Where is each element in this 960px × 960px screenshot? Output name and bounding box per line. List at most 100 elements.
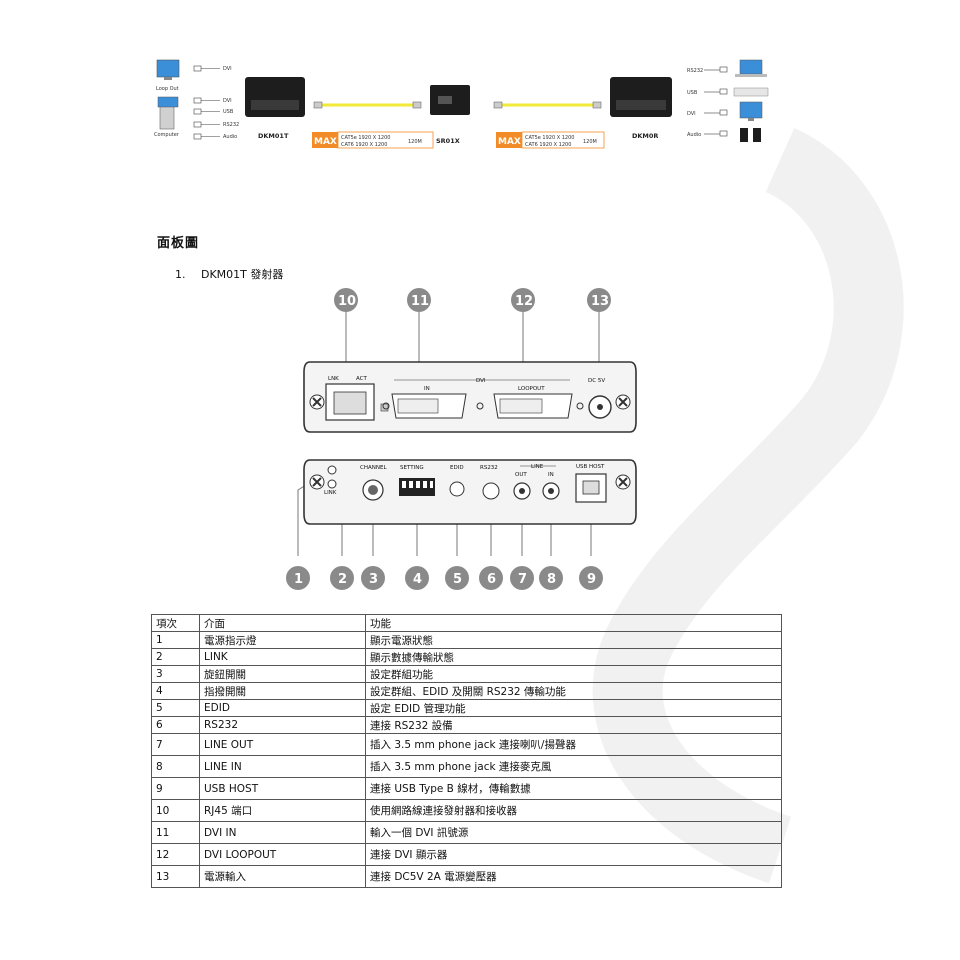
- cell-function: 連接 RS232 設備: [365, 716, 782, 734]
- svg-text:8: 8: [547, 572, 556, 587]
- cell-item: 2: [151, 648, 200, 666]
- cell-item: 12: [151, 843, 200, 866]
- svg-text:EDID: EDID: [450, 465, 464, 471]
- cell-item: 4: [151, 682, 200, 700]
- svg-text:DVI: DVI: [476, 378, 486, 384]
- dvi-loopout-port: [493, 393, 573, 419]
- port-dvi-label: DVI: [223, 98, 232, 104]
- table-header-row: 項次 介面 功能: [151, 614, 782, 632]
- callout-11: 11: [407, 288, 431, 312]
- svg-text:MAX: MAX: [498, 137, 521, 147]
- header-interface: 介面: [199, 614, 366, 632]
- cell-item: 8: [151, 755, 200, 778]
- subsection-label: DKM01T 發射器: [201, 268, 284, 281]
- cell-item: 1: [151, 631, 200, 649]
- subsection-title: 1. DKM01T 發射器: [175, 266, 283, 282]
- svg-text:6: 6: [487, 572, 496, 587]
- svg-text:5: 5: [453, 572, 462, 587]
- monitor-icon: [156, 59, 180, 80]
- cell-interface: RS232: [199, 716, 366, 734]
- cell-item: 5: [151, 699, 200, 717]
- cell-function: 連接 DVI 顯示器: [365, 843, 782, 866]
- svg-text:IN: IN: [548, 472, 554, 478]
- monitor-icon: [739, 101, 763, 121]
- port-dvi-label: DVI: [223, 66, 232, 72]
- cell-interface: USB HOST: [199, 777, 366, 800]
- callout-5: 5: [445, 566, 469, 590]
- transmitter-device-image: [245, 77, 305, 117]
- max-distance-badge: MAX CAT5e 1920 X 1200 CAT6 1920 X 1200 1…: [496, 131, 605, 149]
- cell-interface: EDID: [199, 699, 366, 717]
- port-usb-label: USB: [687, 90, 698, 96]
- edid-button: [449, 481, 465, 497]
- rear-panel: LINK CHANNEL SETTING EDID RS232 LINE OUT…: [303, 459, 637, 525]
- svg-text:CHANNEL: CHANNEL: [360, 465, 387, 471]
- cell-interface: LINE OUT: [199, 733, 366, 756]
- callout-4: 4: [405, 566, 429, 590]
- svg-text:LNK: LNK: [328, 376, 339, 382]
- max-distance-badge: MAX CAT5e 1920 X 1200 CAT6 1920 X 1200 1…: [312, 131, 434, 149]
- subsection-number: 1.: [175, 268, 186, 281]
- port-rs232-label: RS232: [687, 68, 703, 74]
- svg-text:CAT6 1920 X 1200: CAT6 1920 X 1200: [525, 142, 571, 148]
- power-led: [327, 465, 337, 475]
- svg-text:120M: 120M: [583, 139, 597, 145]
- cell-interface: 旋鈕開關: [199, 665, 366, 683]
- port-rs232-label: RS232: [223, 122, 239, 128]
- svg-text:RS232: RS232: [480, 465, 498, 471]
- device-label-dkm01t: DKM01T: [258, 132, 289, 140]
- cell-function: 連接 DC5V 2A 電源變壓器: [365, 865, 782, 888]
- keyboard-icon: [733, 87, 769, 97]
- svg-text:SETTING: SETTING: [400, 465, 424, 471]
- connection-diagram: Loop Out Computer DVI DVI USB RS232 Audi…: [154, 59, 769, 149]
- cell-function: 設定 EDID 管理功能: [365, 699, 782, 717]
- callout-9: 9: [579, 566, 603, 590]
- svg-text:7: 7: [518, 572, 527, 587]
- cell-interface: 電源輸入: [199, 865, 366, 888]
- front-panel: LNK ACT DVI IN LOOPOUT DC 5V: [303, 361, 637, 433]
- port-dvi-label: DVI: [687, 111, 696, 117]
- svg-text:CAT5e 1920 X 1200: CAT5e 1920 X 1200: [525, 135, 574, 141]
- panel-diagram: 10 11 12 13 LNK ACT DVI IN LOOPOUT DC 5V: [286, 288, 637, 590]
- cell-item: 3: [151, 665, 200, 683]
- laptop-icon: [735, 59, 767, 77]
- cell-function: 輸入一個 DVI 訊號源: [365, 821, 782, 844]
- svg-text:ACT: ACT: [356, 376, 368, 382]
- device-label-dkm0r: DKM0R: [632, 132, 658, 140]
- cell-interface: DVI IN: [199, 821, 366, 844]
- loop-out-label: Loop Out: [156, 86, 179, 92]
- cell-item: 11: [151, 821, 200, 844]
- callout-1: 1: [286, 566, 310, 590]
- cell-function: 設定群組、EDID 及開關 RS232 傳輸功能: [365, 682, 782, 700]
- cell-interface: LINE IN: [199, 755, 366, 778]
- svg-text:12: 12: [515, 294, 533, 309]
- svg-text:OUT: OUT: [515, 472, 527, 478]
- cell-item: 7: [151, 733, 200, 756]
- svg-text:LINE: LINE: [531, 464, 544, 470]
- cell-function: 設定群組功能: [365, 665, 782, 683]
- repeater-device-image: [430, 85, 470, 115]
- dvi-in-port: [391, 393, 467, 419]
- cell-item: 10: [151, 799, 200, 822]
- callout-6: 6: [479, 566, 503, 590]
- svg-text:10: 10: [338, 294, 356, 309]
- port-audio-label: Audio: [687, 132, 701, 138]
- cell-function: 顯示電源狀態: [365, 631, 782, 649]
- cell-item: 9: [151, 777, 200, 800]
- svg-text:CAT6 1920 X 1200: CAT6 1920 X 1200: [341, 142, 387, 148]
- cell-function: 顯示數據傳輸狀態: [365, 648, 782, 666]
- computer-icon: [157, 96, 179, 130]
- svg-text:4: 4: [413, 572, 422, 587]
- svg-text:2: 2: [338, 572, 347, 587]
- port-audio-label: Audio: [223, 134, 237, 140]
